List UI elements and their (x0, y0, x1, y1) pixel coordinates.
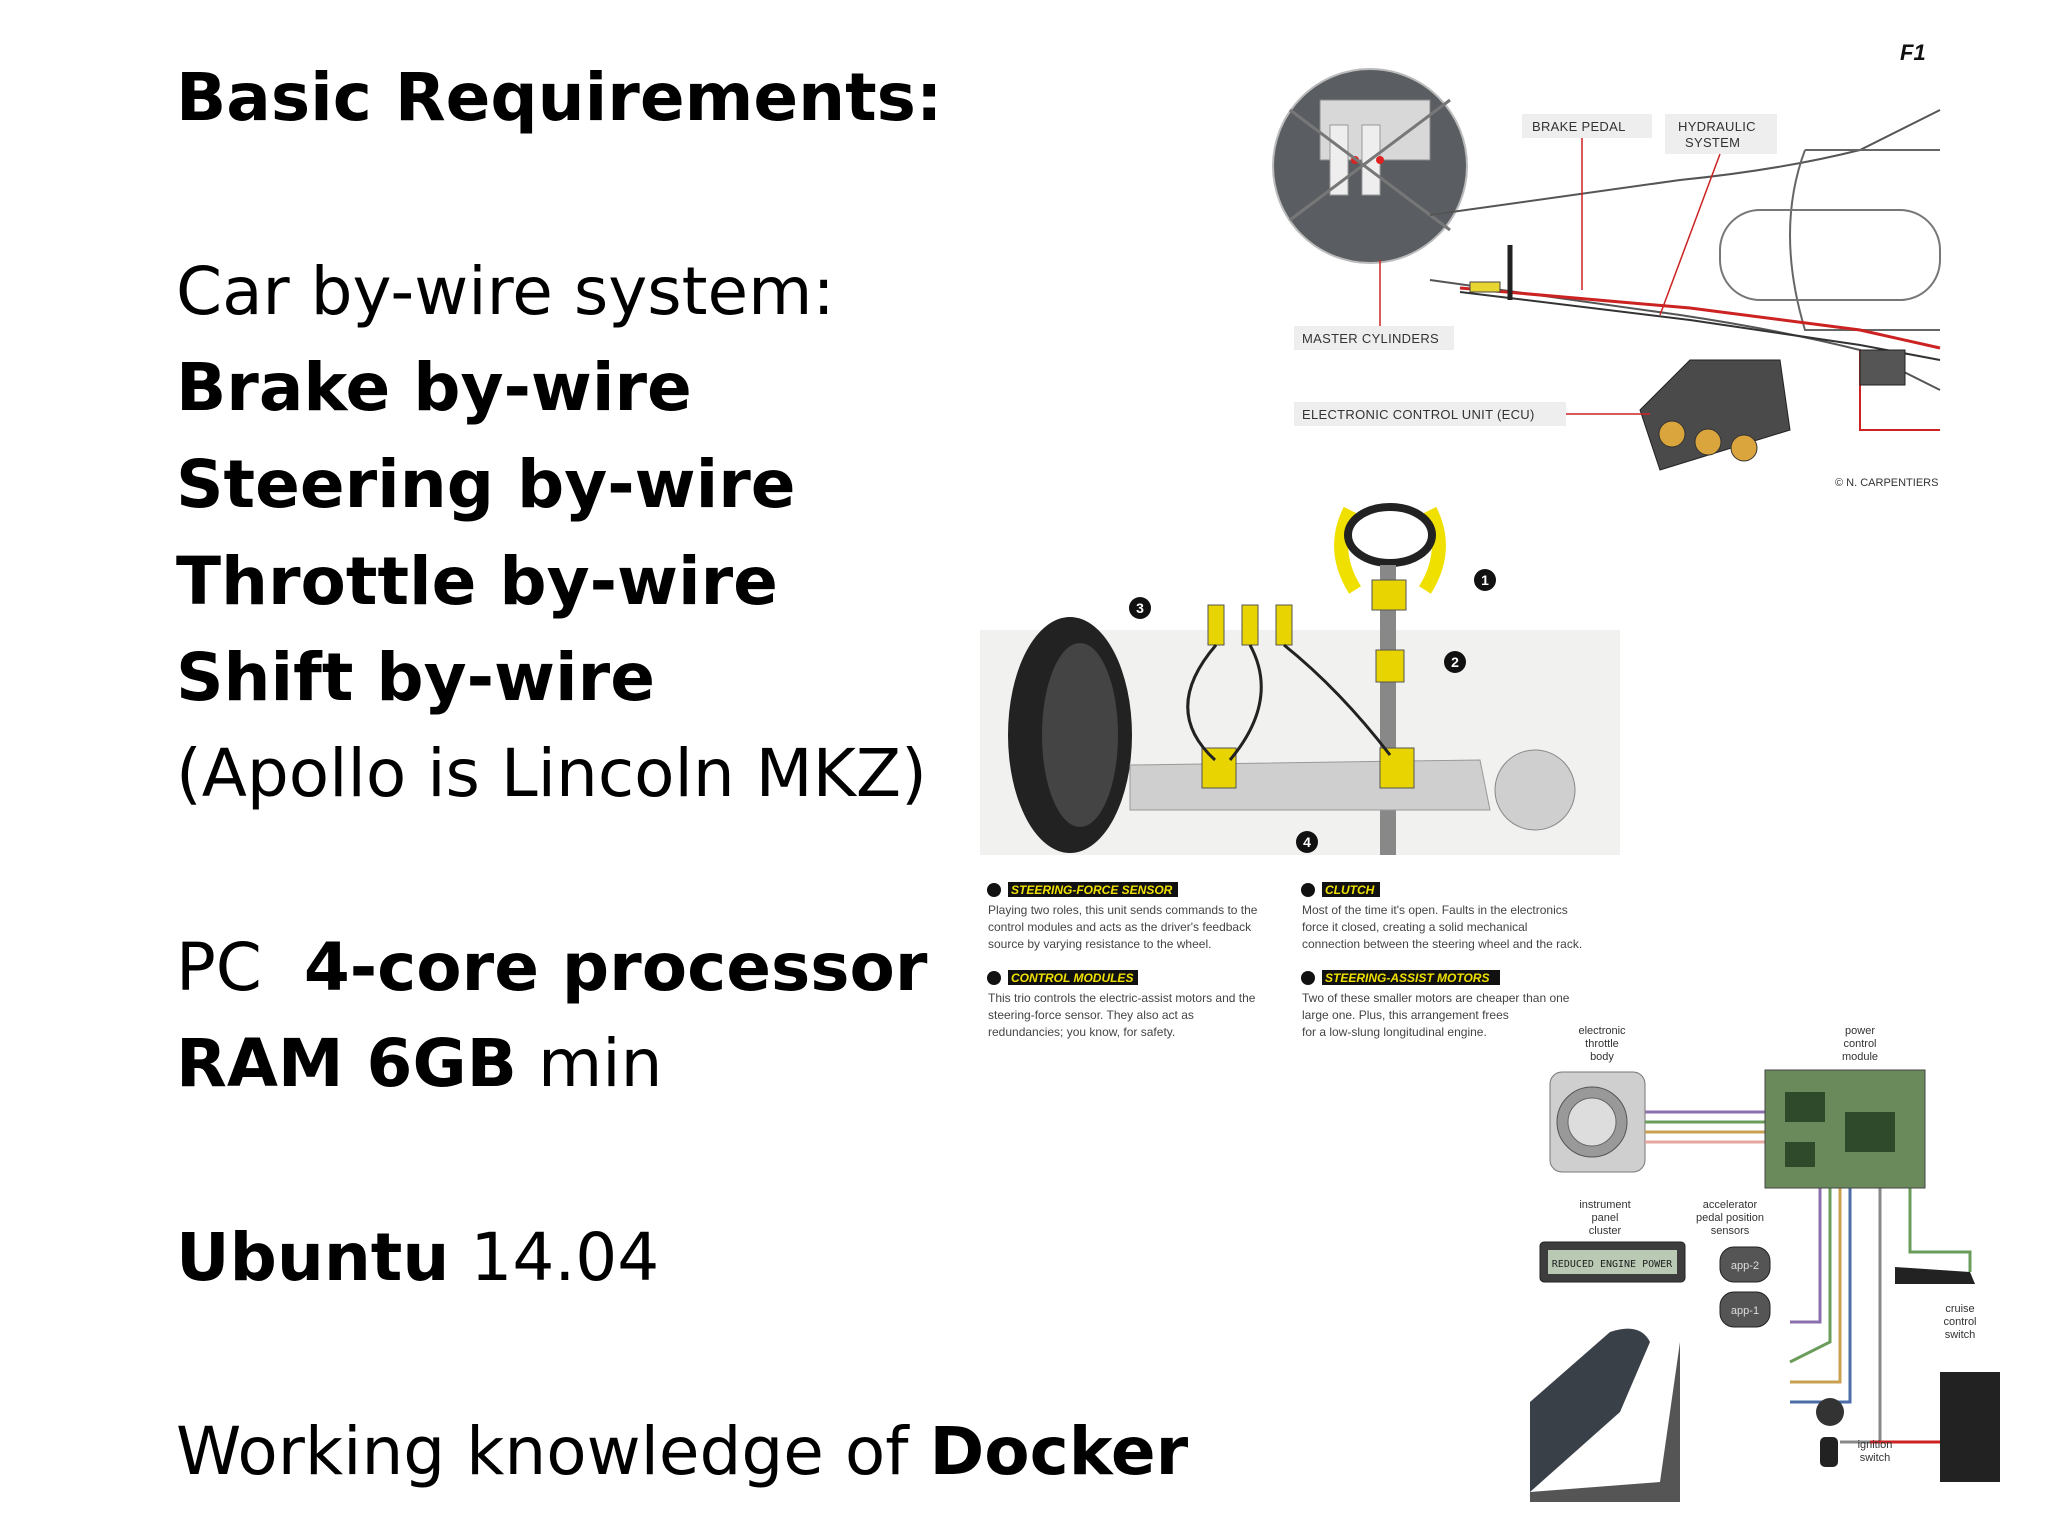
item-shift: Shift by-wire (176, 639, 655, 716)
label-etb-1: electronic (1578, 1025, 1626, 1037)
steer-by-wire-diagram: 1 2 3 4 STEERING-FORCE SENSOR Playing tw… (980, 503, 1620, 1039)
slide-title: Basic Requirements: (176, 59, 943, 136)
marker-3: 3 (1129, 597, 1151, 619)
label-ecu: ELECTRONIC CONTROL UNIT (ECU) (1302, 407, 1535, 422)
label-ign-2: switch (1860, 1452, 1891, 1464)
label-hydraulic-2: SYSTEM (1685, 135, 1740, 150)
cruise-control-switch (1895, 1267, 1975, 1284)
label-pcm-2: control (1843, 1038, 1876, 1050)
svg-text:STEERING-ASSIST MOTORS: STEERING-ASSIST MOTORS (1325, 971, 1489, 985)
apollo-note: (Apollo is Lincoln MKZ) (176, 735, 927, 812)
svg-text:1: 1 (1481, 572, 1489, 588)
svg-text:CONTROL MODULES: CONTROL MODULES (1011, 971, 1133, 985)
svg-text:CLUTCH: CLUTCH (1325, 883, 1375, 897)
marker-4: 4 (1296, 831, 1318, 853)
axle (1129, 759, 1491, 811)
master-cylinder (1469, 281, 1501, 293)
svg-text:force it closed, creating a so: force it closed, creating a solid mechan… (1302, 920, 1527, 934)
marker-2: 2 (1444, 651, 1466, 673)
legend-item-4: STEERING-ASSIST MOTORS Two of these smal… (1301, 970, 1570, 1039)
label-pcm-1: power (1845, 1025, 1875, 1037)
svg-text:STEERING-FORCE SENSOR: STEERING-FORCE SENSOR (1011, 883, 1173, 897)
svg-text:source by varying resistance t: source by varying resistance to the whee… (988, 937, 1211, 951)
svg-text:4: 4 (1303, 834, 1311, 850)
app-1-label: app-1 (1731, 1305, 1759, 1317)
pc-label: PC (176, 929, 262, 1006)
hydraulic-line (1459, 286, 1941, 350)
label-cruise-1: cruise (1945, 1303, 1974, 1315)
svg-text:2: 2 (1451, 654, 1459, 670)
accelerator-pedal-shoe (1530, 1328, 1680, 1502)
svg-text:control modules and acts as th: control modules and acts as the driver's… (988, 920, 1252, 934)
credit-text: © N. CARPENTIERS (1835, 477, 1938, 489)
instrument-cluster: REDUCED ENGINE POWER (1539, 1241, 1686, 1283)
label-app-2: pedal position (1696, 1212, 1764, 1224)
ram-line: RAM 6GB min (176, 1024, 662, 1104)
power-control-module (1764, 1069, 1926, 1189)
label-ign-1: ignition (1858, 1439, 1893, 1451)
docker-line: Working knowledge of Docker (176, 1412, 1188, 1492)
label-ipc-2: panel (1592, 1212, 1619, 1224)
steering-wheel (1344, 503, 1436, 567)
svg-text:large one. Plus, this arrangem: large one. Plus, this arrangement frees (1302, 1008, 1509, 1022)
svg-text:steering-force sensor. They al: steering-force sensor. They also act as (988, 1008, 1194, 1022)
os-label: Ubuntu (176, 1219, 450, 1296)
label-ipc-1: instrument (1579, 1199, 1630, 1211)
throttle-body (1549, 1071, 1646, 1173)
f1-logo: F1 (1900, 40, 1926, 65)
svg-text:for a low-slung longitudinal e: for a low-slung longitudinal engine. (1302, 1025, 1487, 1039)
car-system-heading: Car by-wire system: (176, 253, 835, 330)
item-brake: Brake by-wire (176, 349, 692, 426)
svg-text:This trio controls the electri: This trio controls the electric-assist m… (988, 991, 1256, 1005)
battery (1940, 1372, 2000, 1482)
label-cruise-3: switch (1945, 1329, 1976, 1341)
brake-by-wire-diagram: F1 BRAKE PEDAL HYDRAULIC SYSTEM MASTER C… (1272, 40, 1941, 489)
legend-item-1: STEERING-FORCE SENSOR Playing two roles,… (987, 882, 1258, 951)
legend-item-2: CLUTCH Most of the time it's open. Fault… (1301, 882, 1582, 951)
label-etb-3: body (1590, 1051, 1614, 1063)
pc-line: PC 4-core processor (176, 928, 927, 1008)
label-brake-pedal: BRAKE PEDAL (1532, 119, 1626, 134)
legend-item-3: CONTROL MODULES This trio controls the e… (987, 970, 1256, 1039)
svg-text:Most of the time it's open. Fa: Most of the time it's open. Faults in th… (1302, 903, 1568, 917)
svg-text:Two of these smaller motors ar: Two of these smaller motors are cheaper … (1302, 991, 1570, 1005)
svg-text:Playing two roles, this unit s: Playing two roles, this unit sends comma… (988, 903, 1258, 917)
app-sensors: app-2 app-1 (1719, 1246, 1771, 1328)
ram-label: RAM 6GB (176, 1025, 517, 1102)
label-app-1: accelerator (1703, 1199, 1758, 1211)
os-version: 14.04 (470, 1219, 660, 1296)
docker-label: Docker (929, 1413, 1189, 1490)
app-2-label: app-2 (1731, 1260, 1759, 1272)
docker-prefix: Working knowledge of (176, 1413, 909, 1490)
label-hydraulic-1: HYDRAULIC (1678, 119, 1756, 134)
throttle-by-wire-diagram: electronic throttle body power control m… (1530, 1025, 2000, 1502)
ignition-switch (1816, 1398, 1844, 1467)
svg-text:connection between the steerin: connection between the steering wheel an… (1302, 937, 1582, 951)
label-cruise-2: control (1943, 1316, 1976, 1328)
ecu-unit (1639, 359, 1791, 471)
display-text: REDUCED ENGINE POWER (1552, 1259, 1673, 1270)
svg-text:3: 3 (1136, 600, 1144, 616)
label-pcm-3: module (1842, 1051, 1878, 1063)
marker-1: 1 (1474, 569, 1496, 591)
label-master-cylinders: MASTER CYLINDERS (1302, 331, 1439, 346)
pc-value: 4-core processor (303, 929, 928, 1006)
item-steering: Steering by-wire (176, 446, 796, 523)
label-ipc-3: cluster (1589, 1225, 1622, 1237)
ram-suffix: min (537, 1025, 663, 1102)
label-app-3: sensors (1711, 1225, 1750, 1237)
item-throttle: Throttle by-wire (176, 543, 778, 620)
svg-text:redundancies; you know, for sa: redundancies; you know, for safety. (988, 1025, 1175, 1039)
os-line: Ubuntu 14.04 (176, 1218, 659, 1298)
label-etb-2: throttle (1585, 1038, 1619, 1050)
